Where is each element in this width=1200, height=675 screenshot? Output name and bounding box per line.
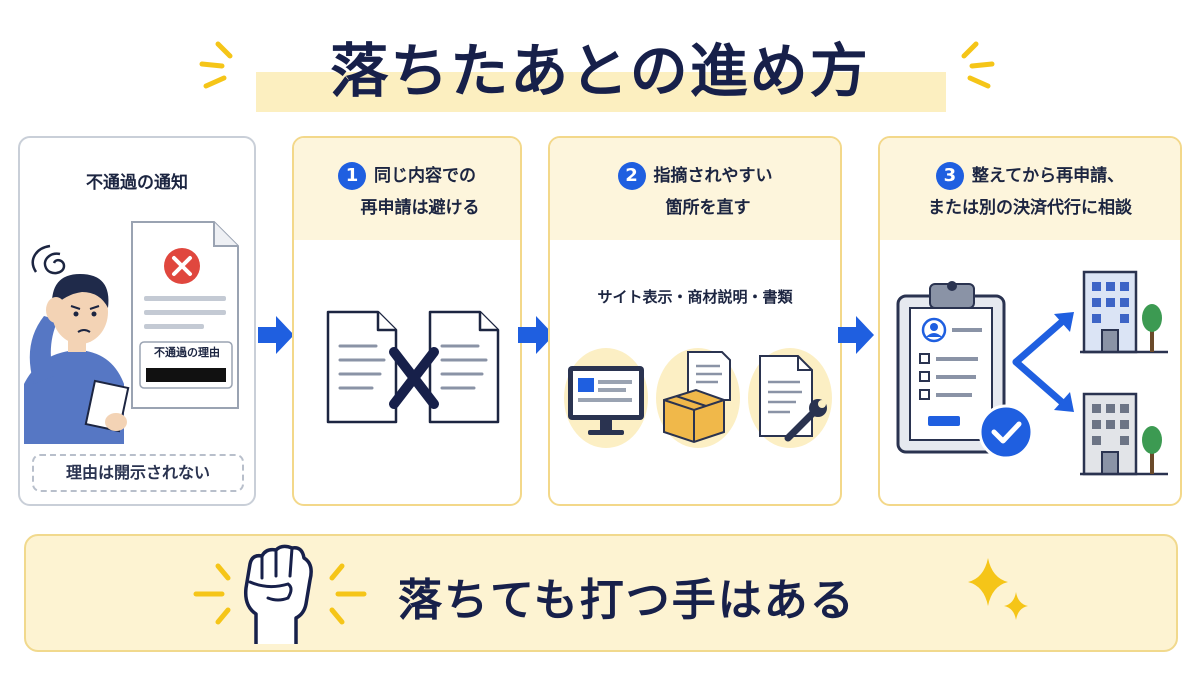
flow-arrow-icon xyxy=(838,316,874,354)
bottom-banner: 落ちても打つ手はある xyxy=(24,534,1178,652)
raised-fist-icon xyxy=(243,544,313,644)
left-burst-icon xyxy=(199,41,233,89)
title-highlight-bar xyxy=(256,72,946,112)
product-box-icon xyxy=(656,348,740,448)
document-wrench-icon xyxy=(748,348,832,448)
step-3-title-line1: 整えてから再申請、 xyxy=(971,166,1125,186)
card-step-3: 3 整えてから再申請、 または別の決済代行に相談 xyxy=(878,136,1182,506)
reason-not-disclosed-pill: 理由は開示されない xyxy=(32,454,244,492)
step-1-header: 1 同じ内容での 再申請は避ける xyxy=(294,138,520,240)
card-notice: 不通過の通知 xyxy=(18,136,256,506)
step-2-sublabel: サイト表示・商材説明・書類 xyxy=(597,288,793,306)
right-burst-icon xyxy=(961,41,995,89)
card-step-1: 1 同じ内容での 再申請は避ける xyxy=(292,136,522,506)
step-2-title-line2: 箇所を直す xyxy=(665,198,751,218)
step-2-title-line1: 指摘されやすい xyxy=(653,166,773,186)
step-3-number-badge: 3 xyxy=(935,162,964,190)
doc-reason-label: 不通過の理由 xyxy=(154,346,220,359)
step-1-title-line1: 同じ内容での xyxy=(374,166,476,186)
flow-arrow-icon xyxy=(258,316,294,354)
flow-arrow-icon xyxy=(518,316,554,354)
step-2-number-badge: 2 xyxy=(617,162,646,190)
branch-arrows-icon xyxy=(1012,312,1074,412)
title-area: 落ちたあとの進め方 xyxy=(0,14,1200,114)
banner-left-burst-icon xyxy=(193,563,231,625)
card-step-2: 2 指摘されやすい 箇所を直す サイト表示・商材説明・書類 xyxy=(548,136,842,506)
confused-person-icon xyxy=(24,244,130,444)
banner-right-burst-icon xyxy=(329,563,367,625)
website-monitor-icon xyxy=(564,348,648,448)
step-2-header: 2 指摘されやすい 箇所を直す xyxy=(550,138,840,240)
clipboard-check-icon xyxy=(896,281,1034,460)
rejected-document-icon xyxy=(131,221,239,409)
step-3-title-line2: または別の決済代行に相談 xyxy=(928,198,1132,218)
duplicate-documents-crossed-icon xyxy=(326,310,500,424)
step-3-header: 3 整えてから再申請、 または別の決済代行に相談 xyxy=(880,138,1180,240)
payment-agency-building-icon xyxy=(1080,270,1168,354)
step-1-number-badge: 1 xyxy=(338,162,366,190)
notice-title: 不通過の通知 xyxy=(86,173,188,193)
alternative-agency-building-icon xyxy=(1080,392,1168,476)
banner-message: 落ちても打つ手はある xyxy=(398,575,856,626)
step-1-title-line2: 再申請は避ける xyxy=(360,198,480,218)
sparkle-icon xyxy=(968,558,1028,620)
page-title: 落ちたあとの進め方 xyxy=(330,37,870,105)
